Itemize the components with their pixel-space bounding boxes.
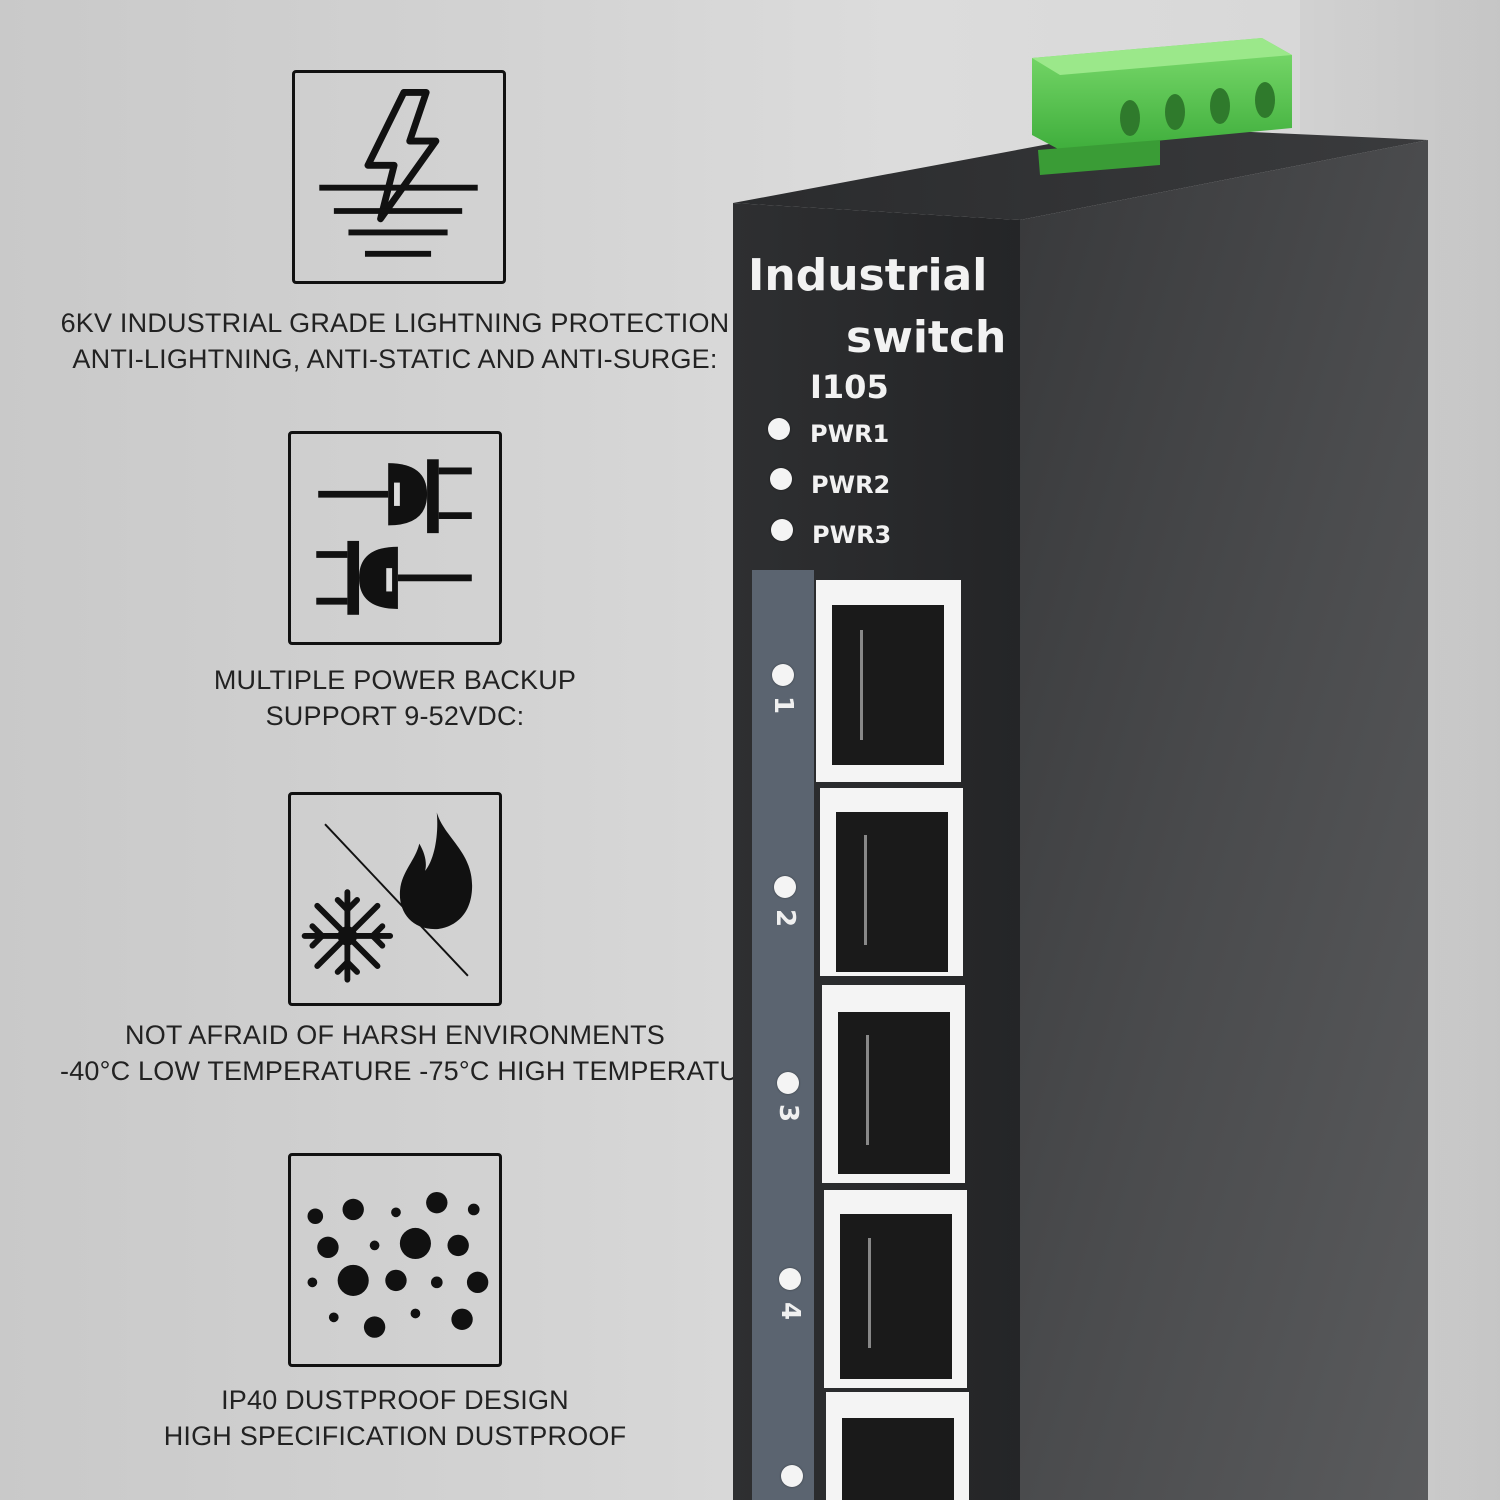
feature-caption-line2: SUPPORT 9-52VDC:	[265, 701, 525, 731]
feature-caption-line2: HIGH SPECIFICATION DUSTPROOF	[163, 1421, 627, 1451]
device-model: I105	[810, 368, 889, 406]
pwr1-led	[768, 418, 790, 440]
dust-particles-icon	[288, 1153, 502, 1367]
snowflake-flame-icon	[288, 792, 502, 1006]
port2-led	[774, 876, 796, 898]
wall-shadow	[1300, 0, 1500, 1500]
pwr2-led	[770, 468, 792, 490]
port3-led	[777, 1072, 799, 1094]
port1-led	[772, 664, 794, 686]
ethernet-ports	[816, 580, 969, 1500]
pwr3-led	[771, 519, 793, 541]
pwr3-label: PWR3	[812, 521, 892, 549]
feature-caption-line2: -40°C LOW TEMPERATURE -75°C HIGH TEMPERA…	[60, 1056, 777, 1086]
device-title-line2: switch	[846, 312, 1007, 363]
feature-caption-line1: MULTIPLE POWER BACKUP	[213, 665, 577, 695]
pwr1-label: PWR1	[810, 420, 890, 448]
port4-label: 4	[775, 1301, 805, 1321]
lightning-ground-icon	[292, 70, 506, 284]
feature-caption-line1: 6KV INDUSTRIAL GRADE LIGHTNING PROTECTIO…	[60, 308, 730, 338]
port2-label: 2	[770, 908, 800, 928]
port4-led	[779, 1268, 801, 1290]
port3-label: 3	[773, 1103, 803, 1123]
port1-label: 1	[768, 695, 798, 715]
port5-led	[781, 1465, 803, 1487]
feature-caption-line2: ANTI-LIGHTNING, ANTI-STATIC AND ANTI-SUR…	[72, 344, 718, 374]
pwr2-label: PWR2	[811, 471, 891, 499]
power-plugs-icon	[288, 431, 502, 645]
feature-caption-line1: IP40 DUSTPROOF DESIGN	[221, 1385, 569, 1415]
device-title-line1: Industrial	[748, 250, 988, 301]
feature-caption-line1: NOT AFRAID OF HARSH ENVIRONMENTS	[125, 1020, 665, 1050]
